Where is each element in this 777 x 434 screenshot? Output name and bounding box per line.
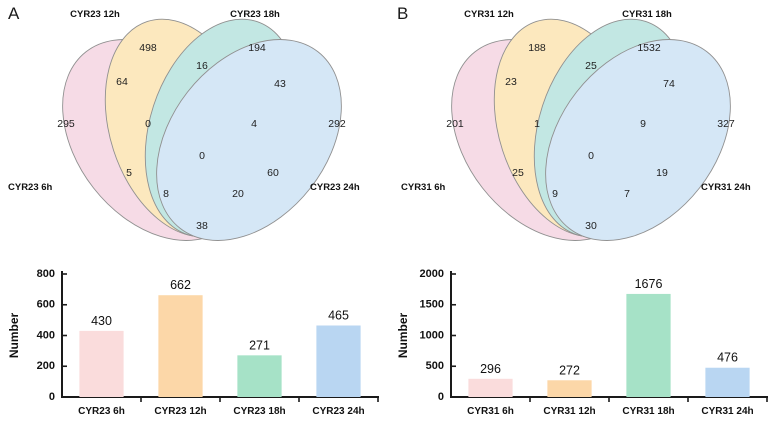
bar-chart-a-bar[interactable] (158, 295, 203, 397)
bar-chart-b-ytick-label: 2000 (420, 268, 444, 280)
bar-chart-b-ytick-label: 1000 (420, 329, 444, 341)
venn-a-label-set1: CYR23 6h (8, 182, 53, 193)
venn-b-count-ac: 25 (512, 167, 524, 179)
bar-chart-b-bar[interactable] (547, 380, 592, 397)
venn-a-count-d-only: 292 (328, 118, 346, 130)
bar-chart-b-bar-value-label: 1676 (635, 277, 663, 291)
venn-a-ellipse-set4 (156, 39, 342, 241)
venn-a-count-b-only: 498 (139, 42, 157, 54)
bar-chart-b-xtick-label: CYR31 12h (543, 406, 595, 417)
venn-a-count-cd: 43 (274, 78, 286, 90)
venn-b-label-set1: CYR31 6h (401, 182, 446, 193)
bar-chart-b-xtick-label: CYR31 6h (467, 406, 514, 417)
bar-chart-b-bar[interactable] (468, 378, 513, 397)
venn-b-label-set3: CYR31 18h (622, 9, 672, 20)
venn-diagram-a: 295 498 194 292 64 16 43 0 4 0 5 60 8 20… (0, 0, 388, 258)
venn-a-label-set4: CYR23 24h (310, 182, 360, 193)
venn-b-label-set2: CYR31 12h (464, 9, 514, 20)
venn-diagram-b: 201 188 1532 327 23 25 74 1 9 0 25 19 9 … (389, 0, 777, 258)
venn-a-count-ab: 64 (116, 76, 128, 88)
panel-b: B 201 188 1532 327 23 25 74 1 9 0 25 19 … (389, 0, 777, 434)
venn-a-count-bc: 16 (196, 60, 208, 72)
venn-a-label-set2: CYR23 12h (70, 9, 120, 20)
venn-b-count-d-only: 327 (717, 118, 735, 130)
bar-chart-b-y-axis-label: Number (396, 313, 410, 359)
venn-a-count-ac: 5 (126, 167, 132, 179)
bar-chart-a-y-axis-label: Number (7, 313, 21, 359)
venn-b-count-acd: 7 (624, 188, 630, 200)
venn-b-count-bd: 19 (656, 167, 668, 179)
bar-chart-b-xtick-label: CYR31 24h (701, 406, 753, 417)
venn-a-count-abc: 0 (145, 118, 151, 130)
bar-chart-a-ytick-label: 800 (37, 268, 55, 280)
bar-chart-a-bar-value-label: 430 (91, 314, 112, 328)
bar-chart-b-ytick-label: 1500 (420, 299, 444, 311)
bar-chart-a-bar-value-label: 662 (170, 278, 191, 292)
bar-chart-b-bar[interactable] (626, 293, 671, 397)
panel-a: A 295 498 194 292 64 16 43 0 4 0 5 60 8 … (0, 0, 388, 434)
bar-chart-a-xtick-label: CYR23 24h (312, 406, 364, 417)
venn-a-count-bd: 60 (267, 167, 279, 179)
venn-a-count-bcd: 4 (251, 118, 257, 130)
bar-chart-b-bar-value-label: 476 (717, 351, 738, 365)
venn-a-count-acd: 20 (232, 188, 244, 200)
venn-b-count-ab: 23 (505, 76, 517, 88)
bar-chart-a-bar-value-label: 271 (249, 338, 270, 352)
venn-a-count-abd: 8 (163, 188, 169, 200)
venn-b-ellipse-set4 (545, 39, 731, 241)
bar-chart-b-ytick-label: 500 (426, 360, 444, 372)
venn-b-count-abc: 1 (534, 118, 540, 130)
bar-chart-a-xtick-label: CYR23 6h (78, 406, 125, 417)
venn-b-count-a-only: 201 (446, 118, 464, 130)
bar-chart-b-xtick-label: CYR31 18h (622, 406, 674, 417)
venn-a-label-set3: CYR23 18h (230, 9, 280, 20)
bar-chart-a-ytick-label: 400 (37, 329, 55, 341)
venn-b-count-b-only: 188 (528, 42, 546, 54)
bar-chart-a-ytick-label: 600 (37, 299, 55, 311)
panel-b-letter: B (397, 4, 409, 23)
bar-chart-a-ytick-label: 0 (49, 391, 55, 403)
bar-chart-b-ytick-label: 0 (438, 391, 444, 403)
venn-a-count-ad: 38 (196, 220, 208, 232)
venn-b-count-abcd: 0 (588, 150, 594, 162)
bar-chart-a-bar[interactable] (316, 325, 361, 397)
bar-chart-a-bar-value-label: 465 (328, 309, 349, 323)
bar-chart-a-xtick-label: CYR23 12h (154, 406, 206, 417)
venn-b-count-abd: 9 (552, 188, 558, 200)
venn-a-count-a-only: 295 (57, 118, 75, 130)
bar-chart-a-ytick-label: 200 (37, 360, 55, 372)
venn-b-count-c-only: 1532 (637, 42, 661, 54)
bar-chart-a-bar[interactable] (237, 355, 282, 397)
bar-chart-b-bar-value-label: 272 (559, 363, 580, 377)
bar-chart-b-bar[interactable] (705, 367, 750, 397)
panel-a-letter: A (8, 4, 20, 23)
venn-a-count-c-only: 194 (248, 42, 266, 54)
venn-a-count-abcd: 0 (199, 150, 205, 162)
bar-chart-a-xtick-label: CYR23 18h (233, 406, 285, 417)
venn-b-count-bc: 25 (585, 60, 597, 72)
venn-b-label-set4: CYR31 24h (701, 182, 751, 193)
venn-b-count-cd: 74 (663, 78, 675, 90)
venn-b-count-ad: 30 (585, 220, 597, 232)
venn-b-count-bcd: 9 (640, 118, 646, 130)
bar-chart-b-bar-value-label: 296 (480, 362, 501, 376)
bar-chart-a-bar[interactable] (79, 330, 124, 397)
